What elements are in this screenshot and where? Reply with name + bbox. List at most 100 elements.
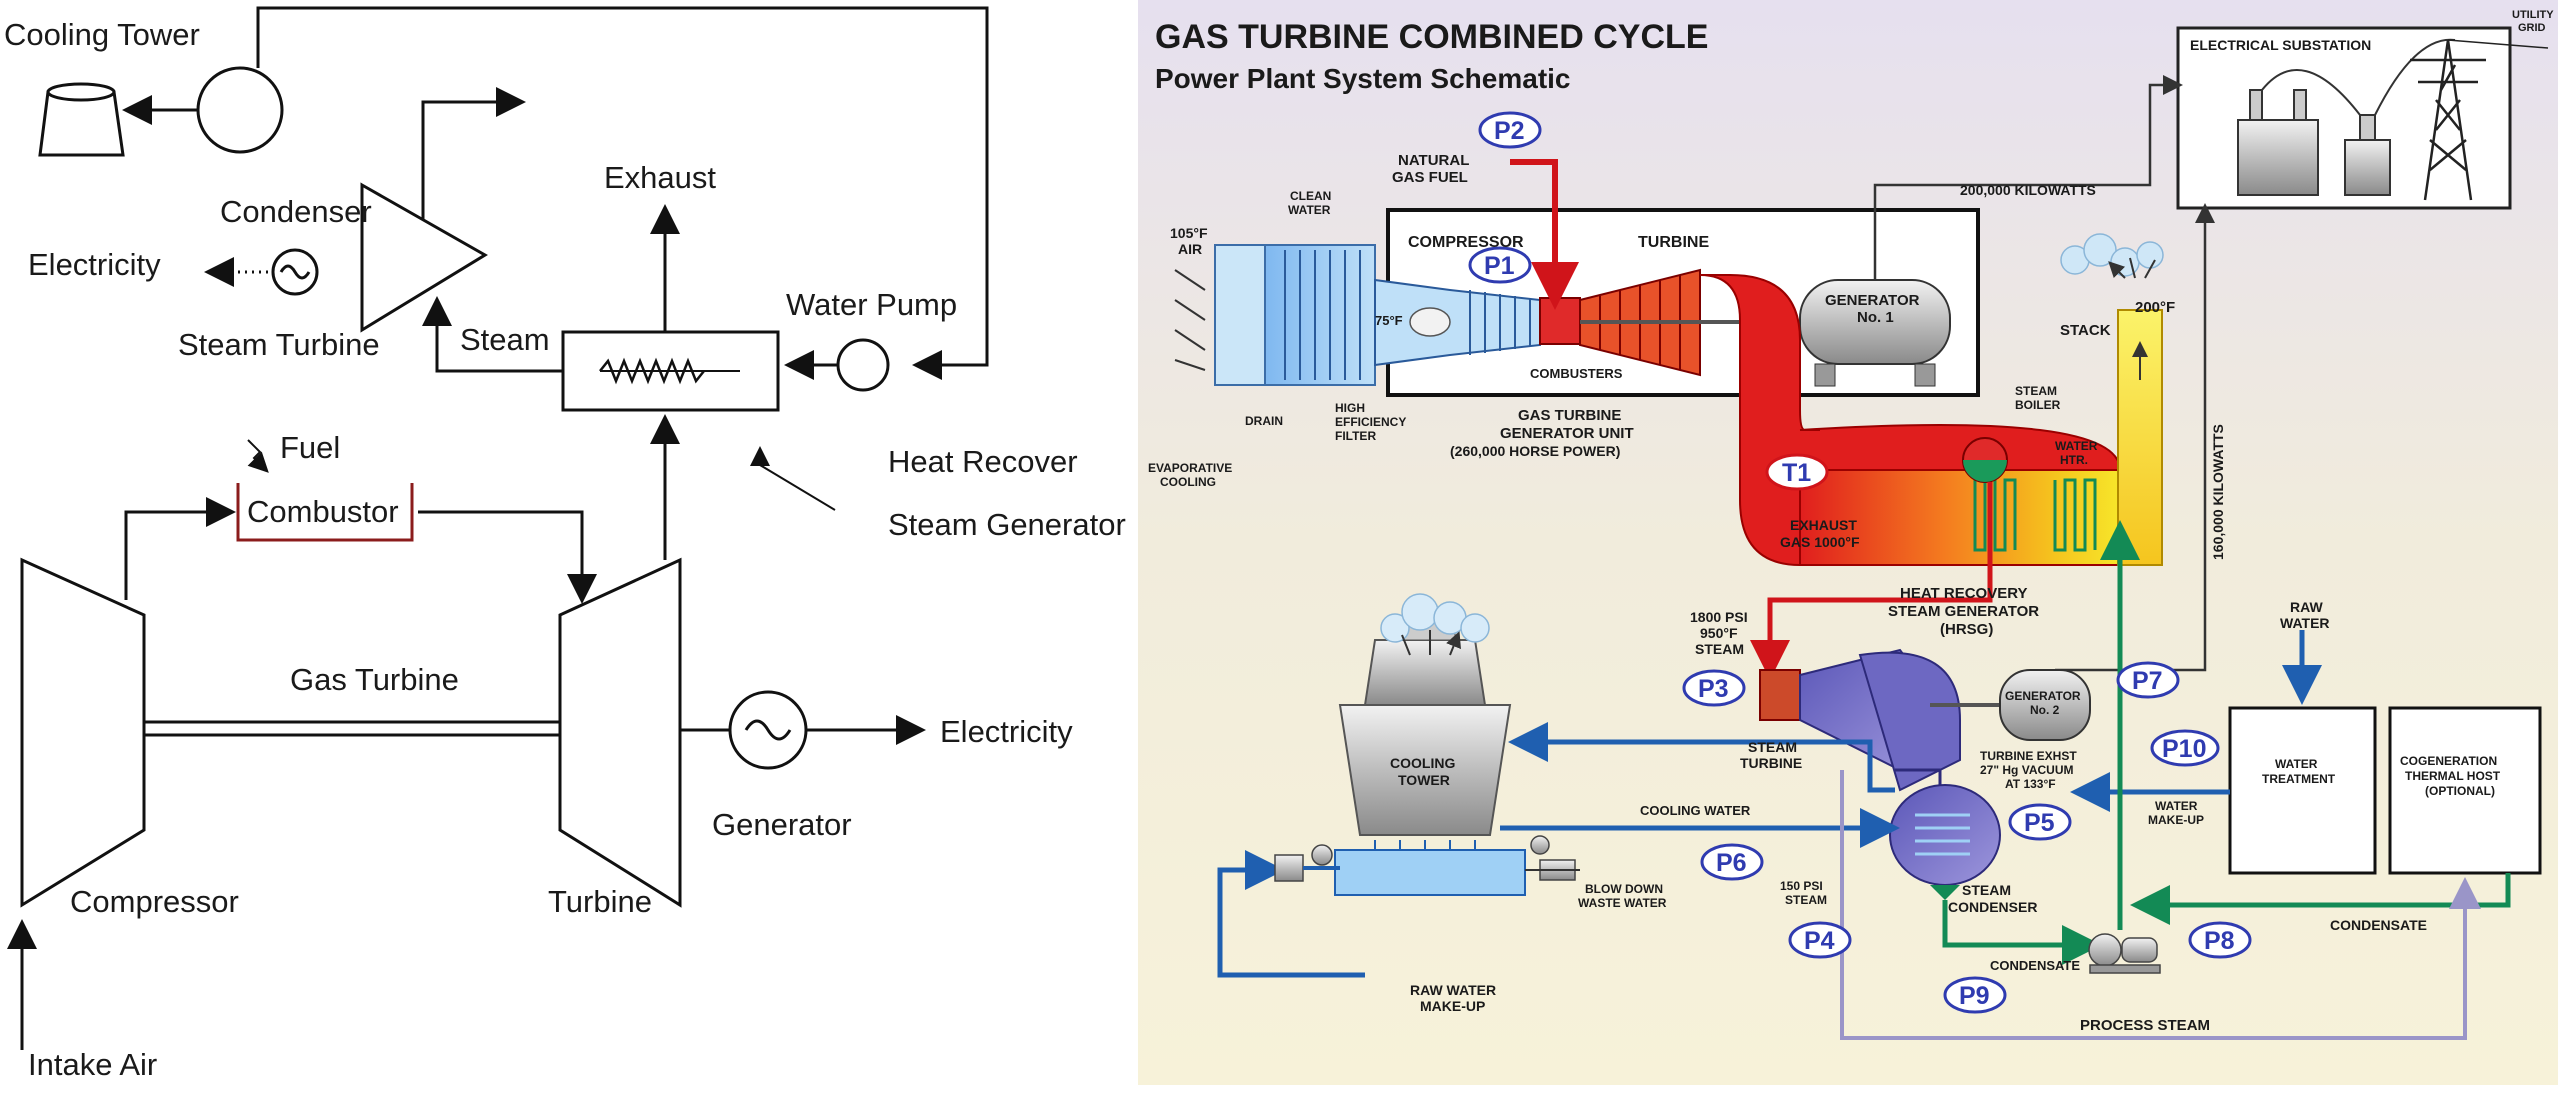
svg-text:950°F: 950°F xyxy=(1700,625,1738,641)
tag-p6 xyxy=(1700,843,1764,881)
svg-text:MAKE-UP: MAKE-UP xyxy=(2148,813,2204,827)
combuster-block xyxy=(1539,297,1581,345)
svg-text:(HRSG): (HRSG) xyxy=(1940,621,1993,638)
sine-wave-bottom xyxy=(744,719,792,741)
evaporative-cooler xyxy=(1214,244,1266,386)
pressure-tags xyxy=(1468,111,2252,1014)
tag-p4 xyxy=(1788,921,1852,959)
svg-text:TURBINE EXHST: TURBINE EXHST xyxy=(1980,749,2077,763)
schematic-subtitle: Power Plant System Schematic xyxy=(1155,63,1571,94)
turbine-shape xyxy=(558,557,682,908)
tag-p10 xyxy=(2150,729,2220,767)
svg-text:160,000 KILOWATTS: 160,000 KILOWATTS xyxy=(2210,424,2226,560)
condensate-pump xyxy=(2088,933,2161,974)
svg-text:GENERATOR: GENERATOR xyxy=(2005,689,2081,703)
label-intake-air: Intake Air xyxy=(28,1047,157,1082)
cogeneration-box xyxy=(2388,706,2542,875)
tag-p1 xyxy=(1468,246,1532,284)
svg-text:WASTE WATER: WASTE WATER xyxy=(1578,896,1667,910)
svg-text:WATER: WATER xyxy=(2155,799,2198,813)
hrsg-body xyxy=(1799,469,2121,566)
condenser-circle xyxy=(196,66,284,154)
label-electricity-top: Electricity xyxy=(28,247,161,282)
svg-text:STACK: STACK xyxy=(2060,322,2111,339)
air-filter-unit xyxy=(1264,244,1376,386)
svg-text:WATER: WATER xyxy=(2280,615,2330,631)
svg-text:GENERATOR: GENERATOR xyxy=(1825,292,1920,309)
generator-2-body xyxy=(1999,669,2091,741)
svg-text:200,000 KILOWATTS: 200,000 KILOWATTS xyxy=(1960,182,2096,198)
svg-text:NATURAL: NATURAL xyxy=(1398,152,1469,169)
svg-text:COOLING: COOLING xyxy=(1390,755,1455,771)
svg-text:105°F: 105°F xyxy=(1170,225,1208,241)
compressor-hub xyxy=(1409,307,1451,337)
svg-text:COGENERATION: COGENERATION xyxy=(2400,754,2497,768)
svg-text:RAW WATER: RAW WATER xyxy=(1410,982,1496,998)
svg-text:UTILITY: UTILITY xyxy=(2512,9,2554,21)
svg-text:EFFICIENCY: EFFICIENCY xyxy=(1335,415,1406,429)
svg-text:GAS 1000°F: GAS 1000°F xyxy=(1780,534,1860,550)
schematic-title: GAS TURBINE COMBINED CYCLE xyxy=(1155,18,1708,56)
svg-text:27" Hg VACUUM: 27" Hg VACUUM xyxy=(1980,763,2073,777)
svg-text:THERMAL HOST: THERMAL HOST xyxy=(2405,769,2501,783)
cooling-tower-shape xyxy=(38,82,125,157)
svg-text:TURBINE: TURBINE xyxy=(1638,234,1709,251)
sine-wave-top xyxy=(279,264,311,280)
svg-text:BOILER: BOILER xyxy=(2015,398,2061,412)
svg-text:P9: P9 xyxy=(1959,982,1990,1010)
svg-text:HTR.: HTR. xyxy=(2060,453,2088,467)
generator-1-body xyxy=(1799,279,1951,365)
label-steam-turbine: Steam Turbine xyxy=(178,327,380,362)
tag-p5 xyxy=(2008,803,2072,841)
tag-p9 xyxy=(1943,976,2007,1014)
svg-text:1800 PSI: 1800 PSI xyxy=(1690,609,1748,625)
svg-text:P10: P10 xyxy=(2162,735,2206,763)
transformer-icon xyxy=(2237,38,2456,196)
label-steam: Steam xyxy=(460,322,550,357)
svg-text:DRAIN: DRAIN xyxy=(1245,414,1283,428)
svg-text:EXHAUST: EXHAUST xyxy=(1790,517,1857,533)
svg-text:GENERATOR UNIT: GENERATOR UNIT xyxy=(1500,425,1634,442)
svg-text:P1: P1 xyxy=(1484,252,1515,280)
cooling-water-line xyxy=(1508,722,1895,793)
svg-text:FILTER: FILTER xyxy=(1335,429,1376,443)
label-fuel: Fuel xyxy=(280,430,340,465)
tag-t1 xyxy=(1765,453,1829,491)
svg-text:MAKE-UP: MAKE-UP xyxy=(1420,998,1485,1014)
svg-text:EVAPORATIVE: EVAPORATIVE xyxy=(1148,461,1232,475)
tag-p8 xyxy=(2188,921,2252,959)
filter-lines xyxy=(1284,250,1361,380)
label-water-pump: Water Pump xyxy=(786,287,957,322)
left-labels: Cooling Tower Condenser Electricity Stea… xyxy=(4,17,1126,1082)
tag-p3 xyxy=(1682,669,1746,707)
label-electricity-bottom: Electricity xyxy=(940,714,1073,749)
svg-text:CLEAN: CLEAN xyxy=(1290,189,1331,203)
line-160000-kw xyxy=(2055,203,2215,672)
condenser-return-line xyxy=(256,6,989,380)
svg-text:(260,000 HORSE POWER): (260,000 HORSE POWER) xyxy=(1450,443,1620,459)
svg-text:No. 2: No. 2 xyxy=(2030,703,2060,717)
compressor-blades xyxy=(1469,290,1531,355)
label-compressor: Compressor xyxy=(70,884,239,919)
svg-text:P3: P3 xyxy=(1698,675,1729,703)
raw-water-makeup-line xyxy=(1217,850,1365,978)
svg-text:P6: P6 xyxy=(1716,849,1747,877)
svg-text:75°F: 75°F xyxy=(1375,313,1403,328)
svg-text:STEAM: STEAM xyxy=(2015,384,2057,398)
heat-recover-pointer xyxy=(750,446,836,511)
svg-text:RAW: RAW xyxy=(2290,599,2323,615)
svg-text:P7: P7 xyxy=(2132,667,2163,695)
label-combustor: Combustor xyxy=(247,494,399,529)
svg-text:TREATMENT: TREATMENT xyxy=(2262,772,2336,786)
svg-text:HEAT RECOVERY: HEAT RECOVERY xyxy=(1900,585,2028,602)
svg-text:GAS TURBINE: GAS TURBINE xyxy=(1518,407,1621,424)
right-labels: GAS TURBINE COMBINED CYCLE Power Plant S… xyxy=(1148,9,2554,1034)
tag-p7 xyxy=(2116,661,2180,699)
condensate-line-bottom xyxy=(1942,900,2102,965)
svg-text:AIR: AIR xyxy=(1178,241,1202,257)
svg-text:BLOW DOWN: BLOW DOWN xyxy=(1585,882,1663,896)
condensate-line-right xyxy=(2130,873,2511,925)
svg-text:COMBUSTERS: COMBUSTERS xyxy=(1530,366,1623,381)
label-exhaust: Exhaust xyxy=(604,160,716,195)
